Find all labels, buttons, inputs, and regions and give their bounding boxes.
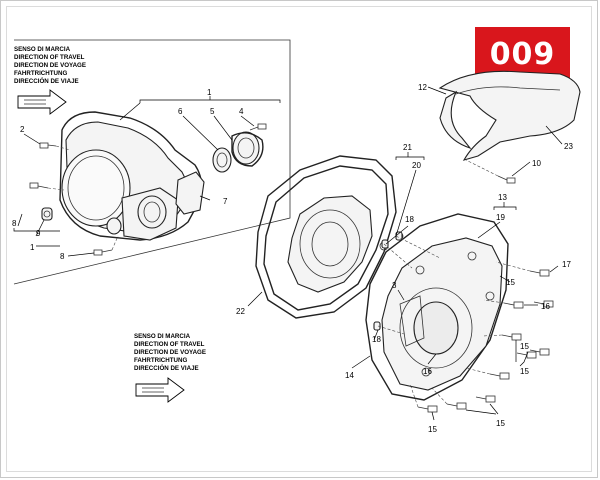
part-label: 7 [223,197,228,206]
part-label: 1 [207,88,212,97]
part-label: 16 [541,302,550,311]
generator-cover [381,237,503,391]
part-label: 18 [405,215,414,224]
part-label: 15 [496,419,505,428]
part-label: 16 [423,367,432,376]
clutch-cover-assembly [41,111,203,241]
assembly-lines [47,145,531,408]
protection-guard [438,70,581,161]
water-pump-parts [175,131,264,215]
part-number-labels: 1 2 4 5 6 7 8 9 1 8 12 23 10 21 20 18 22… [12,83,573,434]
svg-text:DIRECCIÓN DE VIAJE: DIRECCIÓN DE VIAJE [134,364,199,372]
part-label: 19 [496,213,505,222]
part-label: 15 [520,342,529,351]
inset-bolts [29,123,267,256]
svg-text:DIRECTION DE VOYAGE: DIRECTION DE VOYAGE [134,349,206,356]
direction-arrow-bottom-icon [135,377,185,403]
svg-text:DIRECTION DE VOYAGE: DIRECTION DE VOYAGE [14,62,86,69]
part-label: 15 [520,367,529,376]
part-label: 21 [403,143,412,152]
svg-text:SENSO DI MARCIA: SENSO DI MARCIA [134,333,191,340]
part-label: 4 [239,107,244,116]
part-label: 6 [178,107,183,116]
svg-text:SENSO DI MARCIA: SENSO DI MARCIA [14,46,71,53]
direction-text-top: SENSO DI MARCIA DIRECTION OF TRAVEL DIRE… [14,46,86,85]
part-label: 20 [412,161,421,170]
part-label: 18 [372,335,381,344]
svg-text:DIRECTION OF TRAVEL: DIRECTION OF TRAVEL [14,54,85,61]
direction-text-bottom: SENSO DI MARCIA DIRECTION OF TRAVEL DIRE… [134,333,206,372]
svg-text:DIRECCIÓN DE VIAJE: DIRECCIÓN DE VIAJE [14,77,79,85]
part-label: 3 [392,281,397,290]
svg-text:FAHRTRICHTUNG: FAHRTRICHTUNG [134,357,187,364]
outer-gasket [365,213,509,401]
generator-gasket [255,155,397,319]
part-label: 8 [60,252,65,261]
part-label: 23 [564,142,573,151]
svg-text:DIRECTION OF TRAVEL: DIRECTION OF TRAVEL [134,341,205,348]
part-label: 17 [562,260,571,269]
part-label: 14 [345,371,354,380]
part-label: 9 [36,229,41,238]
part-label: 15 [428,425,437,434]
direction-arrow-top-icon [17,89,67,115]
inset-border [13,39,291,285]
part-label: 8 [12,219,17,228]
cover-bolts [417,175,554,413]
leader-lines [13,86,563,421]
svg-text:FAHRTRICHTUNG: FAHRTRICHTUNG [14,70,67,77]
part-label: 5 [210,107,215,116]
part-label: 22 [236,307,245,316]
inner-cover-plate [287,195,404,293]
part-label: 12 [418,83,427,92]
part-label: 10 [532,159,541,168]
part-label: 1 [30,243,35,252]
part-label: 2 [20,125,25,134]
part-label: 13 [498,193,507,202]
part-label: 15 [506,278,515,287]
